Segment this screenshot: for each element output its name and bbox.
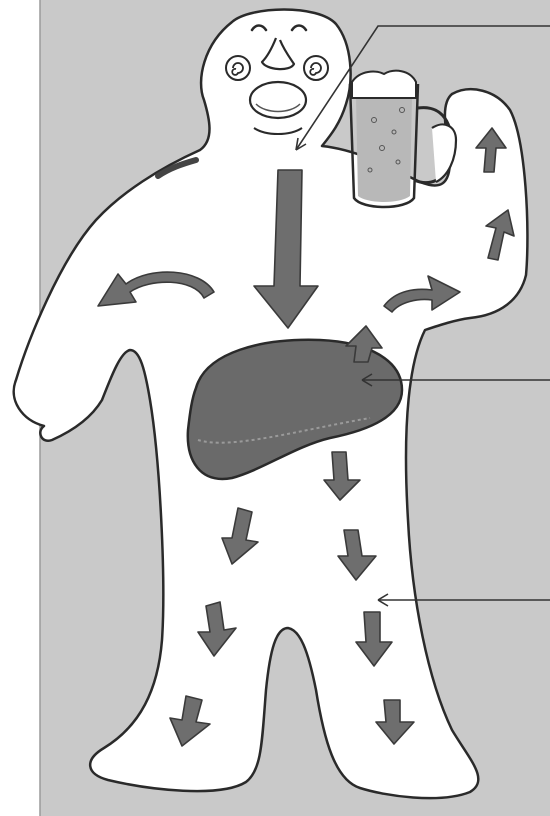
beer-foam <box>352 71 416 98</box>
mouth <box>250 82 306 118</box>
